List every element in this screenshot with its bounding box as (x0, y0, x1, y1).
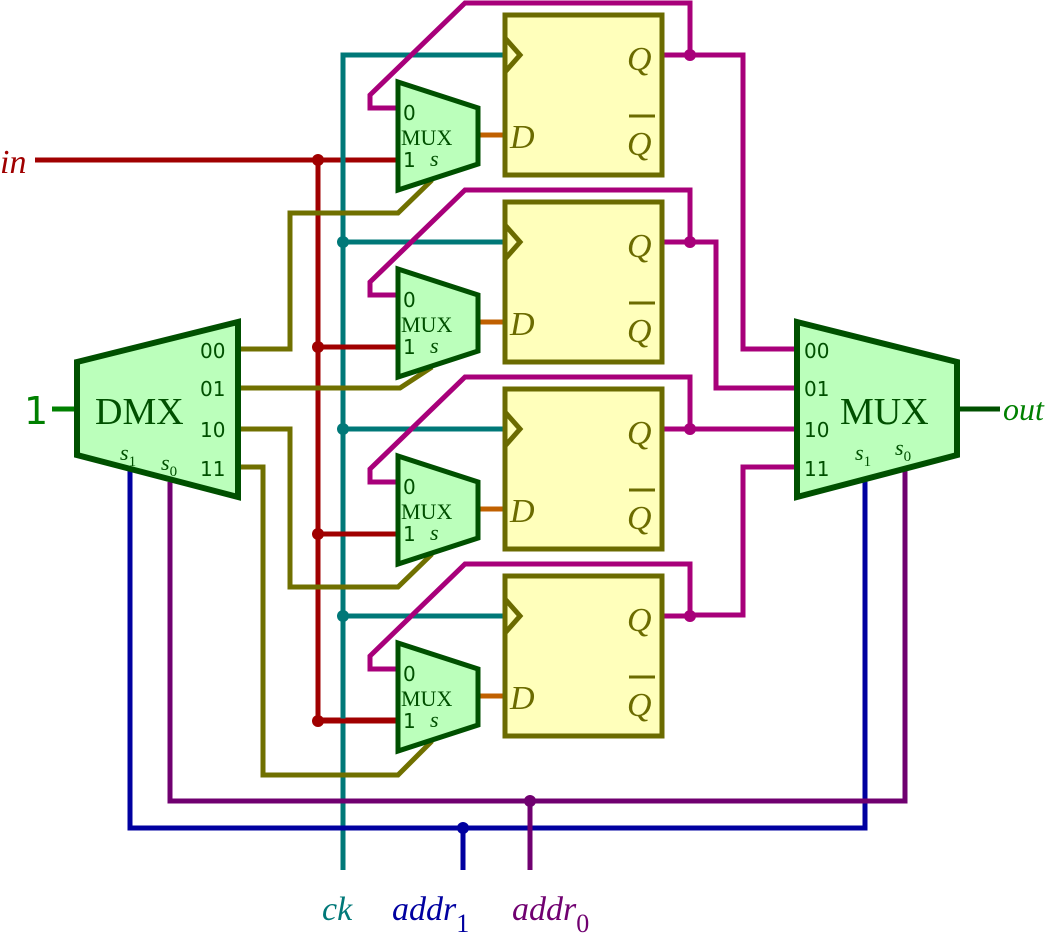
cell-mux-shape (395, 452, 481, 568)
cell-mux-in1: 1 (403, 335, 416, 359)
q-out-wire-3 (690, 464, 797, 618)
cell-mux-shape (395, 639, 481, 755)
flip-flop-qbar: Q (627, 500, 652, 537)
addr0-junction (524, 795, 536, 807)
mux-in-01: 01 (804, 377, 829, 401)
flip-flop-box (502, 386, 665, 552)
flip-flop-d: D (509, 306, 535, 343)
flip-flop-qbar: Q (627, 126, 652, 163)
ck-junction-3 (337, 610, 349, 622)
cell-mux-in1: 1 (403, 522, 416, 546)
const-one-label: 1 (24, 389, 48, 433)
q-out-wire-1 (690, 239, 797, 391)
flip-flop-q: Q (627, 415, 652, 452)
demux-out-10: 10 (200, 418, 225, 442)
cell-mux-in1: 1 (403, 148, 416, 172)
addr0-bus (167, 465, 908, 804)
demux-out-00: 00 (200, 339, 225, 363)
ck-bus (340, 52, 505, 870)
addr1-label: addr1 (392, 891, 469, 937)
addr1-junction (457, 822, 469, 834)
cell-mux-shape (395, 78, 481, 194)
flip-flop-d: D (509, 680, 535, 717)
mux-in-10: 10 (804, 418, 829, 442)
q-junction-1 (684, 236, 696, 248)
select-wire-0 (238, 178, 434, 352)
flip-flop-q: Q (627, 602, 652, 639)
cell-mux-in0: 0 (403, 662, 416, 686)
q-junction-0 (684, 49, 696, 61)
demux-s1: s1 (120, 440, 136, 470)
cell-mux-shape (395, 265, 481, 381)
q-out-wire-0 (690, 52, 797, 352)
cell-mux-label: MUX (401, 686, 452, 711)
cell-mux-in0: 0 (403, 475, 416, 499)
demux-block: 1 DMX 00 01 10 11 s1 s0 (24, 318, 241, 501)
output-mux-label: MUX (840, 391, 929, 433)
flip-flop-box (502, 199, 665, 365)
mux-in-11: 11 (804, 457, 829, 481)
demux-shape (74, 318, 241, 501)
clock-input-icon (503, 597, 524, 635)
cell-mux-in0: 0 (403, 101, 416, 125)
flip-flop-q: Q (627, 228, 652, 265)
addr0-label: addr0 (512, 891, 589, 937)
mux-s1: s1 (855, 440, 871, 470)
clock-input-icon (503, 223, 524, 261)
in-junction-2 (312, 528, 324, 540)
in-junction-0 (312, 154, 324, 166)
ck-junction-1 (337, 236, 349, 248)
flip-flop-d: D (509, 493, 535, 530)
cell-mux-in1: 1 (403, 709, 416, 733)
cell-mux-select: s (430, 333, 439, 358)
select-wire-2 (238, 426, 434, 590)
in-label: in (0, 144, 26, 181)
flip-flop-box (502, 12, 665, 178)
cell-mux-select: s (430, 146, 439, 171)
select-wire-3 (238, 464, 434, 778)
ck-junction-2 (337, 423, 349, 435)
q-junction-2 (684, 423, 696, 435)
cell-mux-select: s (430, 707, 439, 732)
flip-flop-qbar: Q (627, 687, 652, 724)
cell-mux-label: MUX (401, 125, 452, 150)
cell-mux-label: MUX (401, 312, 452, 337)
output-mux-shape (794, 318, 960, 501)
output-mux-block: out MUX 00 01 10 11 s1 s0 (794, 318, 1045, 501)
flip-flop-q: Q (627, 41, 652, 78)
ck-label: ck (322, 891, 353, 928)
clock-input-icon (503, 36, 524, 74)
addr1-bus (127, 470, 868, 831)
clock-input-icon (503, 410, 524, 448)
demux-out-01: 01 (200, 377, 225, 401)
flip-flop-box (502, 573, 665, 739)
select-wire-1 (238, 364, 434, 391)
demux-label: DMX (95, 391, 184, 433)
mux-in-00: 00 (804, 339, 829, 363)
mux-s0: s0 (895, 435, 911, 465)
in-junction-3 (312, 715, 324, 727)
in-junction-1 (312, 341, 324, 353)
out-label: out (1003, 391, 1045, 427)
demux-s0: s0 (161, 450, 177, 480)
flip-flop-d: D (509, 119, 535, 156)
demux-out-11: 11 (200, 457, 225, 481)
cell-mux-label: MUX (401, 499, 452, 524)
cell-mux-select: s (430, 520, 439, 545)
wires (35, 0, 908, 870)
flip-flop-qbar: Q (627, 313, 652, 350)
q-junction-3 (684, 610, 696, 622)
cell-mux-in0: 0 (403, 288, 416, 312)
